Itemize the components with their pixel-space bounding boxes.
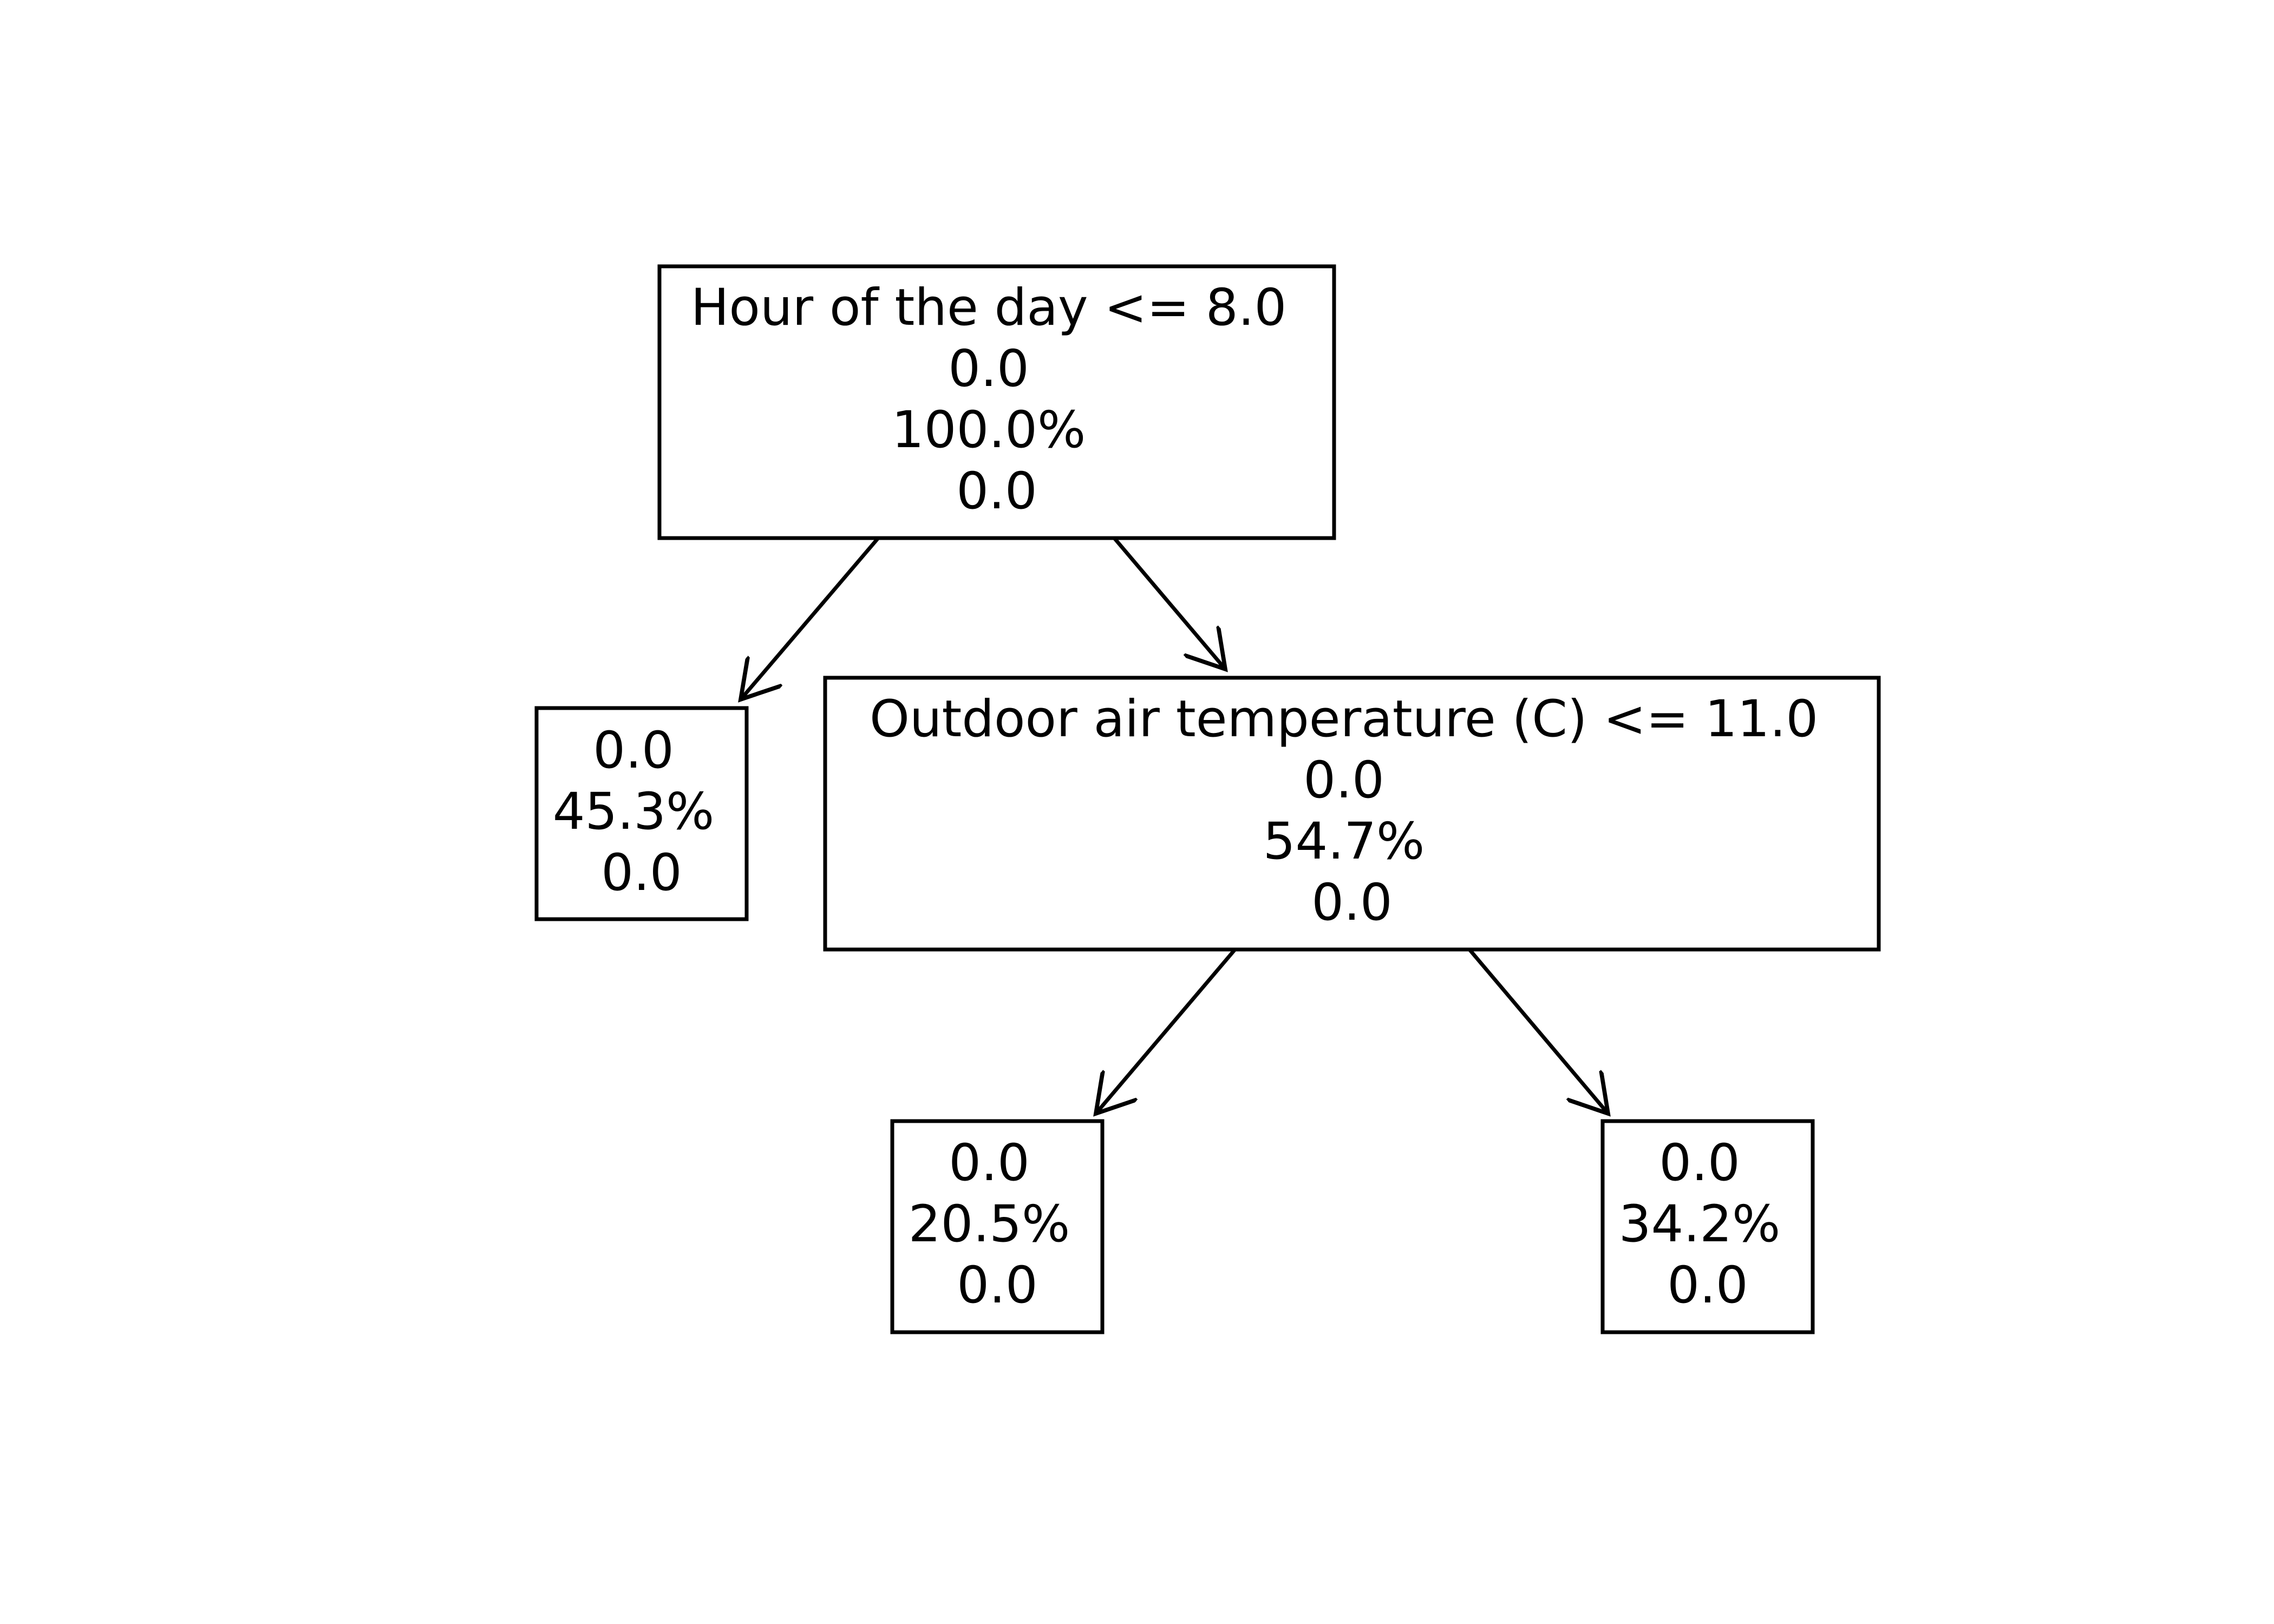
- node-line-share: 45.3%: [553, 782, 715, 841]
- edge-root-to-temperature-split: [1113, 536, 1225, 669]
- node-box: [534, 706, 749, 921]
- node-text: 0.0 34.2% 0.0: [1619, 1134, 1797, 1315]
- node-text: Hour of the day <= 8.0 0.0 100.0% 0.0: [691, 278, 1303, 521]
- node-line-share: 34.2%: [1619, 1195, 1781, 1254]
- tree-node-left-leaf: 0.0 45.3% 0.0: [534, 706, 749, 921]
- tree-node-temperature-split: Outdoor air temperature (C) <= 11.0 0.0 …: [823, 676, 1881, 952]
- node-line-value-secondary: 0.0: [957, 1256, 1038, 1315]
- edge-temperature-split-to-high-leaf: [1468, 948, 1608, 1114]
- tree-edges: [741, 536, 1608, 1114]
- node-text: 0.0 20.5% 0.0: [909, 1134, 1087, 1315]
- edge-temperature-split-to-low-leaf: [1096, 948, 1237, 1114]
- node-text: Outdoor air temperature (C) <= 11.0 0.0 …: [870, 690, 1834, 932]
- node-line-split-rule: Hour of the day <= 8.0: [691, 278, 1287, 337]
- tree-node-low-temperature-leaf: 0.0 20.5% 0.0: [890, 1119, 1105, 1334]
- node-line-value: 0.0: [593, 721, 674, 780]
- node-line-value-secondary: 0.0: [601, 843, 682, 902]
- tree-node-root: Hour of the day <= 8.0 0.0 100.0% 0.0: [657, 264, 1336, 540]
- edge-root-to-left-leaf: [741, 536, 880, 699]
- tree-node-high-temperature-leaf: 0.0 34.2% 0.0: [1600, 1119, 1815, 1334]
- node-line-value: 0.0: [948, 339, 1029, 398]
- node-line-value-secondary: 0.0: [1667, 1256, 1748, 1315]
- node-line-share: 100.0%: [892, 401, 1086, 460]
- node-line-share: 20.5%: [909, 1195, 1070, 1254]
- node-line-value-secondary: 0.0: [956, 462, 1037, 521]
- node-line-value: 0.0: [1303, 751, 1384, 810]
- node-line-value-secondary: 0.0: [1311, 873, 1393, 932]
- node-text: 0.0 45.3% 0.0: [553, 721, 731, 902]
- node-box: [890, 1119, 1105, 1334]
- node-line-split-rule: Outdoor air temperature (C) <= 11.0: [870, 690, 1818, 749]
- node-line-share: 54.7%: [1263, 812, 1425, 871]
- node-box: [823, 676, 1881, 952]
- node-line-value: 0.0: [949, 1134, 1030, 1193]
- node-box: [657, 264, 1336, 540]
- node-box: [1600, 1119, 1815, 1334]
- node-line-value: 0.0: [1659, 1134, 1740, 1193]
